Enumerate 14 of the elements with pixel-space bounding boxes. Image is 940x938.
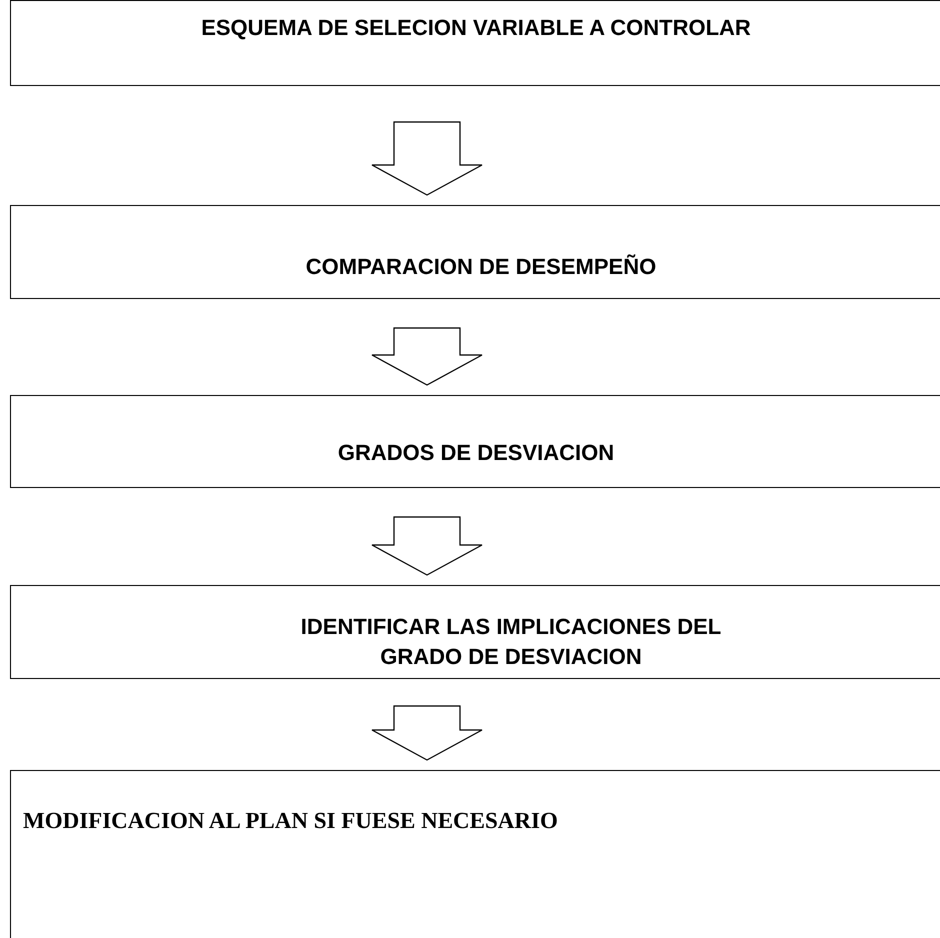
process-box xyxy=(10,205,940,299)
process-box xyxy=(10,585,940,679)
block-arrow xyxy=(371,121,483,196)
block-arrow xyxy=(371,516,483,576)
process-box xyxy=(10,395,940,488)
step-text: COMPARACION DE DESEMPEÑO xyxy=(304,253,658,281)
block-arrow xyxy=(371,327,483,386)
process-box xyxy=(10,770,940,938)
step-text: ESQUEMA DE SELECION VARIABLE A CONTROLAR xyxy=(200,14,752,42)
step-text: GRADOS DE DESVIACION xyxy=(336,439,616,467)
process-box xyxy=(10,0,940,86)
step-text: MODIFICACION AL PLAN SI FUESE NECESARIO xyxy=(23,808,559,834)
block-arrow xyxy=(371,705,483,761)
step-text: IDENTIFICAR LAS IMPLICACIONES DEL GRADO DE DESVIACION xyxy=(300,613,722,671)
